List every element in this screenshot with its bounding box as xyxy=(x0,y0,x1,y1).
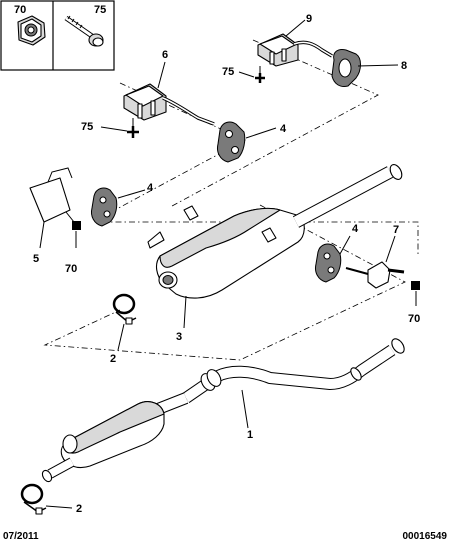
footer-date: 07/2011 xyxy=(3,531,39,542)
callout-7: 7 xyxy=(393,224,399,236)
hanger-7-part xyxy=(345,261,405,289)
callout-2-b: 2 xyxy=(76,503,82,515)
rear-silencer-3-part xyxy=(147,164,403,299)
rubber-mount-4-top-part xyxy=(217,121,246,163)
callout-8: 8 xyxy=(401,60,407,72)
callout-6: 6 xyxy=(162,49,168,61)
leader-75-a xyxy=(238,71,255,78)
leader-8 xyxy=(357,64,399,67)
nut-marker-70-a xyxy=(72,221,81,230)
callout-70-inset: 70 xyxy=(14,4,26,16)
bolt-marker-75-b xyxy=(127,118,139,138)
nut-marker-70-b xyxy=(411,281,420,290)
leader-7 xyxy=(385,235,396,263)
rubber-mount-4-left-part xyxy=(91,187,118,227)
leader-4-c xyxy=(339,235,351,255)
callout-70-b: 70 xyxy=(408,313,420,325)
bolt-marker-75-a xyxy=(255,66,265,83)
leader-9 xyxy=(285,19,306,37)
clamp-2-lower-part xyxy=(20,483,47,515)
rubber-mount-4-right-part xyxy=(315,243,342,283)
leader-75-b xyxy=(100,126,128,132)
footer-reference-number: 00016549 xyxy=(402,531,448,542)
front-pipe-1-part xyxy=(41,338,405,483)
hanger-9-part xyxy=(257,33,333,67)
leader-3 xyxy=(183,295,187,329)
hex-nut-part xyxy=(17,15,46,46)
leader-4-a xyxy=(245,127,277,139)
callout-2-a: 2 xyxy=(110,353,116,365)
leader-5 xyxy=(39,221,45,249)
callout-75-inset: 75 xyxy=(94,4,106,16)
leader-6 xyxy=(157,61,166,89)
leader-4-b xyxy=(117,189,146,199)
heat-shield-5-part xyxy=(29,167,75,223)
leader-1 xyxy=(241,389,249,429)
callout-3: 3 xyxy=(176,331,182,343)
callout-1: 1 xyxy=(247,429,253,441)
callout-75-a: 75 xyxy=(222,66,234,78)
callout-4-b: 4 xyxy=(147,182,154,194)
callout-5: 5 xyxy=(33,253,39,265)
leader-2-a xyxy=(117,323,125,351)
callout-75-b: 75 xyxy=(81,121,93,133)
callout-4-a: 4 xyxy=(280,123,287,135)
rubber-mount-8-part xyxy=(331,49,361,87)
assembly-outline-middle xyxy=(43,204,419,361)
callout-70-a: 70 xyxy=(65,263,77,275)
callout-9: 9 xyxy=(306,13,312,25)
clamp-2-upper-part xyxy=(112,293,137,325)
leader-2-b xyxy=(45,505,73,509)
bolt-part xyxy=(64,15,104,47)
callout-4-c: 4 xyxy=(352,223,359,235)
hanger-6-part xyxy=(123,83,215,126)
